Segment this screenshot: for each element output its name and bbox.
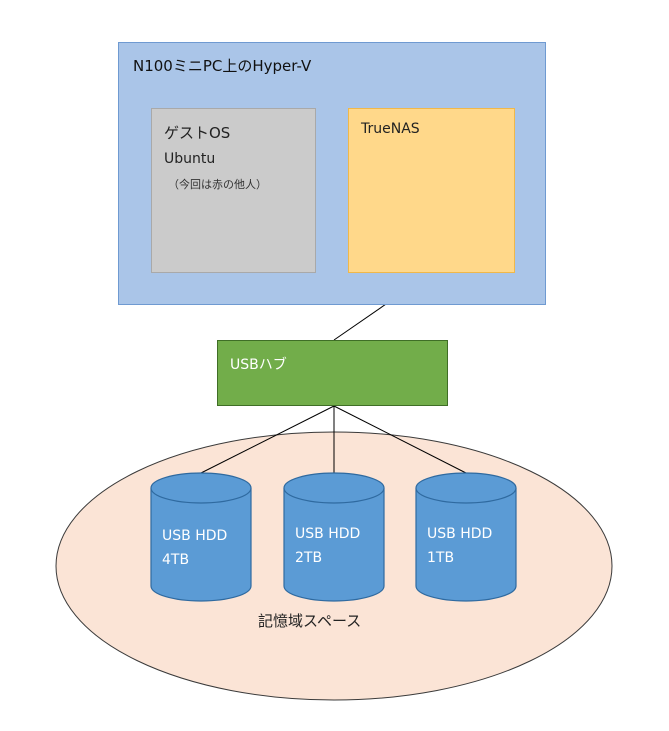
- truenas-label: TrueNAS: [361, 121, 420, 137]
- hub-label: USBハブ: [230, 357, 287, 373]
- hub-disk3-connector: [333, 405, 467, 474]
- disk-3-type: USB HDD: [427, 526, 493, 542]
- truenas-box: TrueNAS: [348, 108, 515, 273]
- disk-2-type: USB HDD: [295, 526, 361, 542]
- guest-note: （今回は赤の他人）: [168, 178, 267, 191]
- disk-1-capacity: 4TB: [162, 552, 190, 568]
- guest-os-box: ゲストOS Ubuntu （今回は赤の他人）: [151, 108, 316, 273]
- hub-disk1-connector: [200, 405, 335, 474]
- guest-os-name: Ubuntu: [164, 151, 216, 167]
- storage-pool-label: 記憶域スペース: [258, 612, 362, 630]
- disk-1-type: USB HDD: [162, 528, 228, 544]
- disk-3-capacity: 1TB: [427, 550, 455, 566]
- disk-cylinder-1: [150, 472, 252, 602]
- disk-cylinder-3: [415, 472, 517, 602]
- disk-label-3: USB HDD 1TB: [427, 522, 492, 570]
- usb-hub-box: USBハブ: [217, 340, 448, 406]
- guest-title: ゲストOS: [164, 124, 231, 142]
- disk-cylinder-2: [283, 472, 385, 602]
- disk-label-2: USB HDD 2TB: [295, 522, 360, 570]
- disk-2-capacity: 2TB: [295, 550, 323, 566]
- disk-label-1: USB HDD 4TB: [162, 524, 227, 572]
- host-title: N100ミニPC上のHyper-V: [133, 57, 312, 75]
